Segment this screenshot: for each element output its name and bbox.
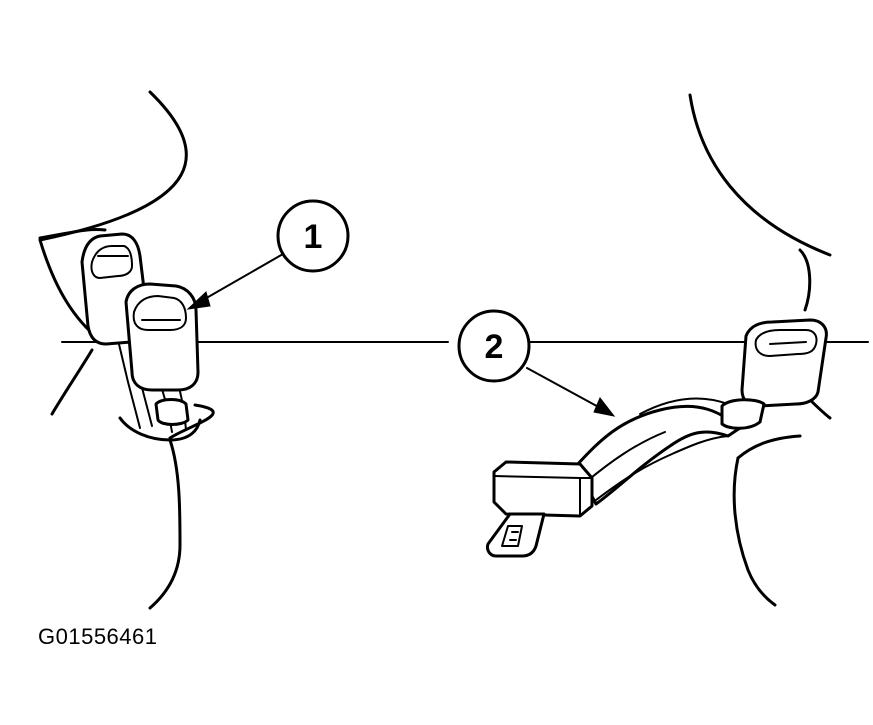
callout-2-arrowhead [593,397,616,417]
left-seat-outline [38,90,215,610]
callout-1-arrowhead [186,291,211,310]
callout-2-label: 2 [485,328,504,366]
callout-1-leader [195,253,284,305]
callout-1-label: 1 [304,218,323,256]
callout-1-circle [276,199,350,273]
callout-2-circle [457,309,531,383]
callout-2-leader [526,367,605,411]
right-seat-outline [688,93,832,607]
left-buckles [80,232,200,433]
callout-2: 2 [457,309,616,417]
right-belt-assembly [486,318,828,558]
callout-1: 1 [186,199,350,310]
figure-code: G01556461 [38,624,158,649]
